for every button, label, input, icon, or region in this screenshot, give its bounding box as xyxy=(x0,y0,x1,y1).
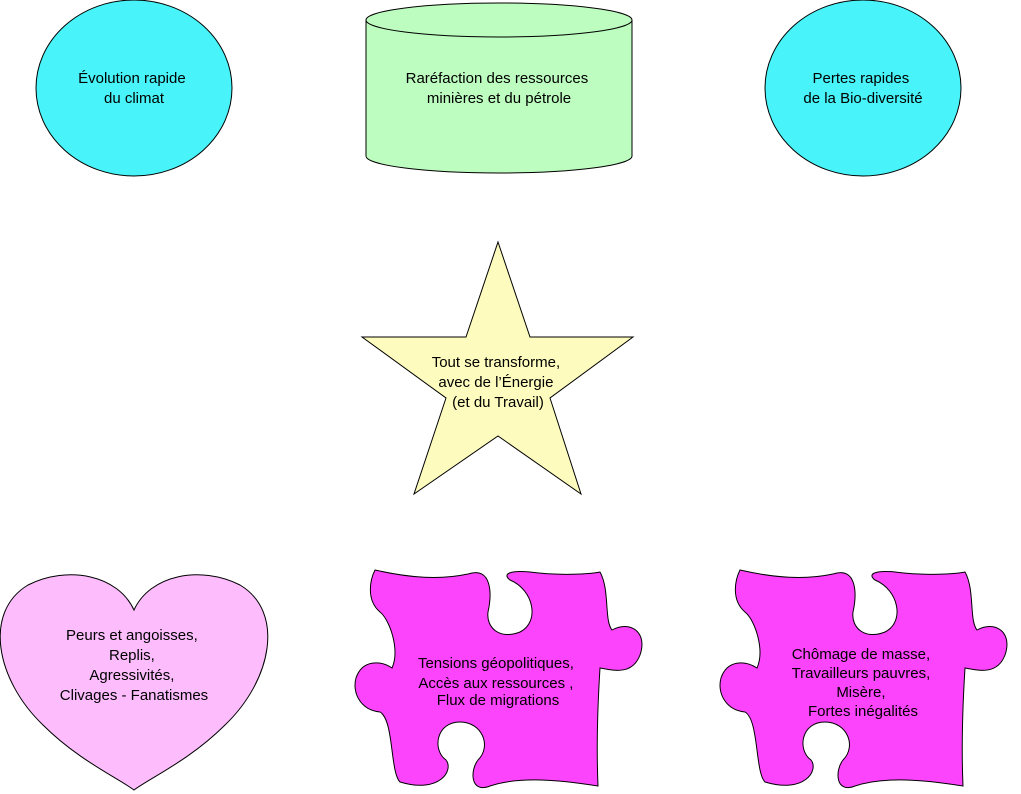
biodiversity-ellipse xyxy=(764,0,962,177)
climate-node: Évolution rapide du climat xyxy=(35,0,233,177)
fears-label: Peurs et angoisses, Replis, Agressivités… xyxy=(60,627,208,704)
unemployment-node: Chômage de masse, Travailleurs pauvres, … xyxy=(719,569,1008,789)
fears-node: Peurs et angoisses, Replis, Agressivités… xyxy=(0,574,269,791)
tensions-label: Tensions géopolitiques, Accès aux ressou… xyxy=(418,655,578,709)
resources-cylinder-body xyxy=(365,20,633,174)
fears-heart xyxy=(0,574,269,791)
unemployment-label: Chômage de masse, Travailleurs pauvres, … xyxy=(792,646,935,720)
resources-cylinder-top xyxy=(365,2,633,38)
tensions-node: Tensions géopolitiques, Accès aux ressou… xyxy=(354,569,643,789)
resources-label: Raréfaction des ressources minières et d… xyxy=(406,70,593,107)
resources-node: Raréfaction des ressources minières et d… xyxy=(365,2,633,174)
transform-label: Tout se transforme, avec de l’Énergie (e… xyxy=(432,354,565,411)
biodiversity-node: Pertes rapides de la Bio-diversité xyxy=(764,0,962,177)
transform-node: Tout se transforme, avec de l’Énergie (e… xyxy=(360,240,635,496)
biodiversity-label: Pertes rapides de la Bio-diversité xyxy=(803,70,922,107)
transform-star xyxy=(360,240,635,496)
climate-label: Évolution rapide du climat xyxy=(78,70,190,107)
climate-ellipse xyxy=(35,0,233,177)
